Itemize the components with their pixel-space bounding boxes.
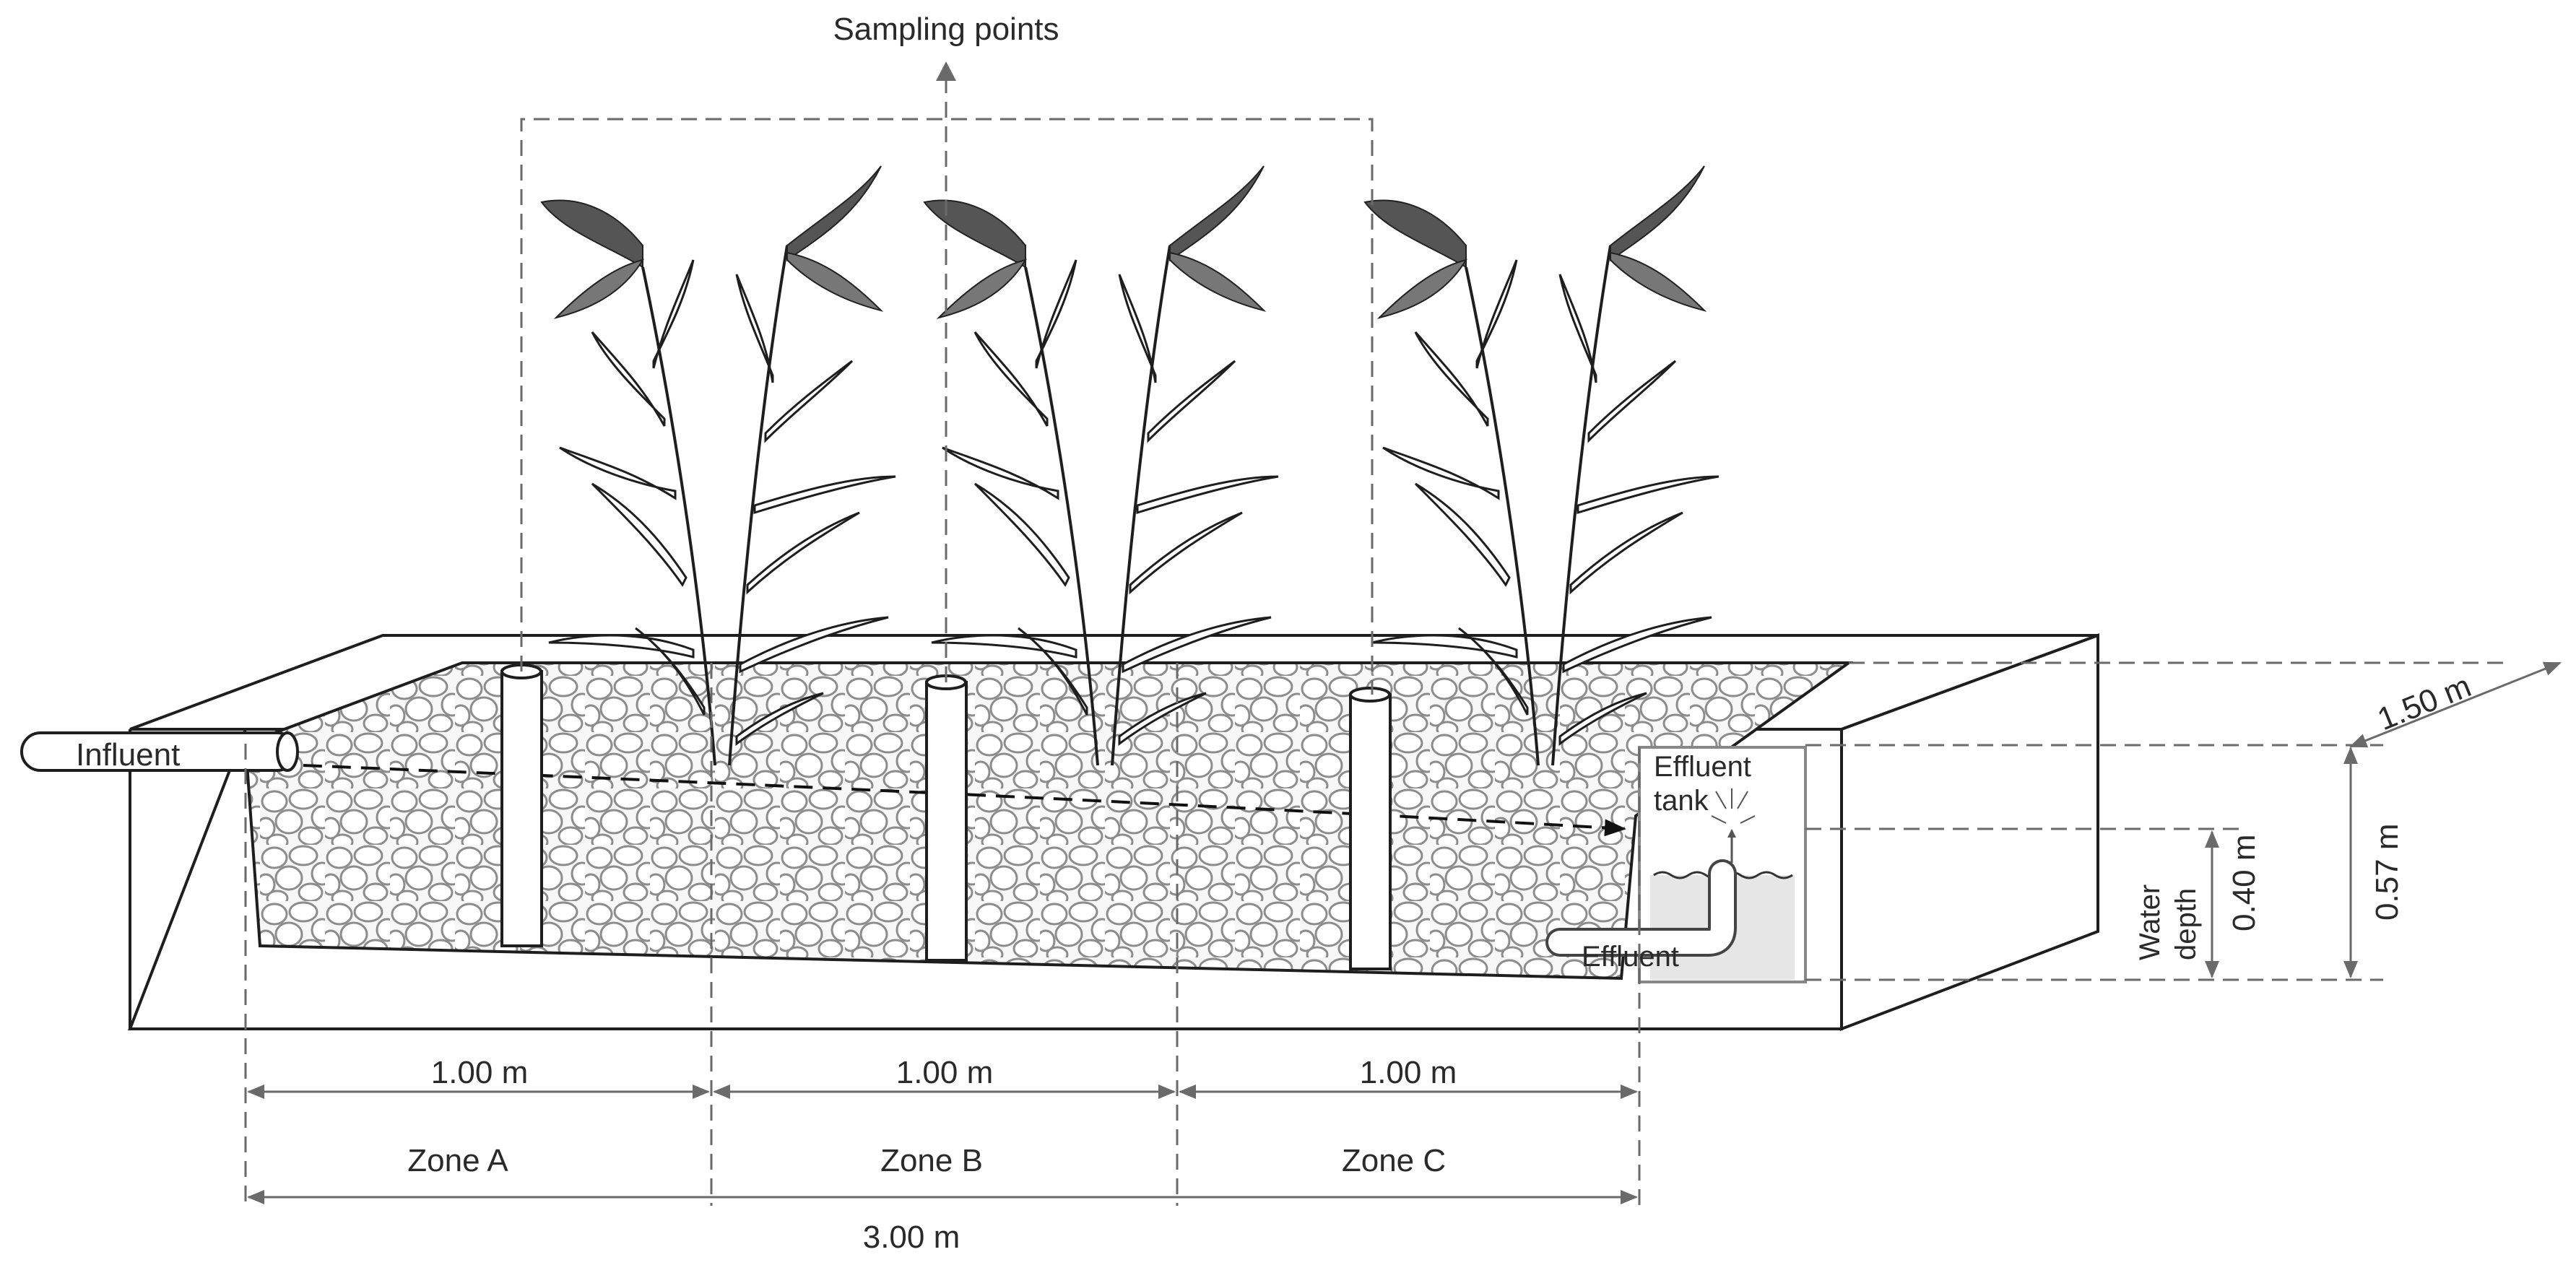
zone-c-label: Zone C bbox=[1342, 1143, 1446, 1178]
sampling-pipe-c bbox=[1349, 687, 1392, 970]
influent-label: Influent bbox=[76, 737, 180, 773]
zone-dividers bbox=[244, 663, 1641, 1206]
flow-path-arrow bbox=[303, 764, 1626, 837]
sampling-pipe-a bbox=[500, 664, 543, 947]
zone-a-label: Zone A bbox=[407, 1143, 508, 1178]
sampling-pipe-b bbox=[925, 674, 968, 962]
width-dimension bbox=[2349, 661, 2562, 748]
total-length-label: 3.00 m bbox=[863, 1220, 960, 1255]
effluent-label: Effluent bbox=[1582, 941, 1679, 973]
width-label: 1.50 m bbox=[2372, 668, 2476, 737]
sampling-arrow-head bbox=[936, 61, 956, 81]
gravel-media bbox=[243, 661, 1854, 981]
effluent-tank-label-line1: Effluent bbox=[1654, 751, 1751, 783]
dimension-arrows bbox=[247, 661, 2562, 1204]
zone-a-length-label: 1.00 m bbox=[431, 1055, 529, 1090]
effluent-outflow-icon bbox=[1711, 788, 1756, 824]
zone-c-length-label: 1.00 m bbox=[1360, 1055, 1457, 1090]
water-depth-label-line1: Water bbox=[2134, 884, 2166, 960]
zone-b-length-label: 1.00 m bbox=[896, 1055, 994, 1090]
zone-b-label: Zone B bbox=[880, 1143, 983, 1178]
influent-pipe bbox=[20, 731, 299, 772]
basin-side-face bbox=[1840, 633, 2099, 1031]
sampling-connectors bbox=[520, 61, 1374, 695]
effluent-tank-label-line2: tank bbox=[1654, 785, 1709, 817]
total-height-label: 0.57 m bbox=[2369, 823, 2405, 921]
water-depth-label-line2: depth bbox=[2170, 888, 2202, 960]
water-height-label: 0.40 m bbox=[2226, 834, 2262, 931]
sampling-points-label: Sampling points bbox=[833, 12, 1059, 47]
